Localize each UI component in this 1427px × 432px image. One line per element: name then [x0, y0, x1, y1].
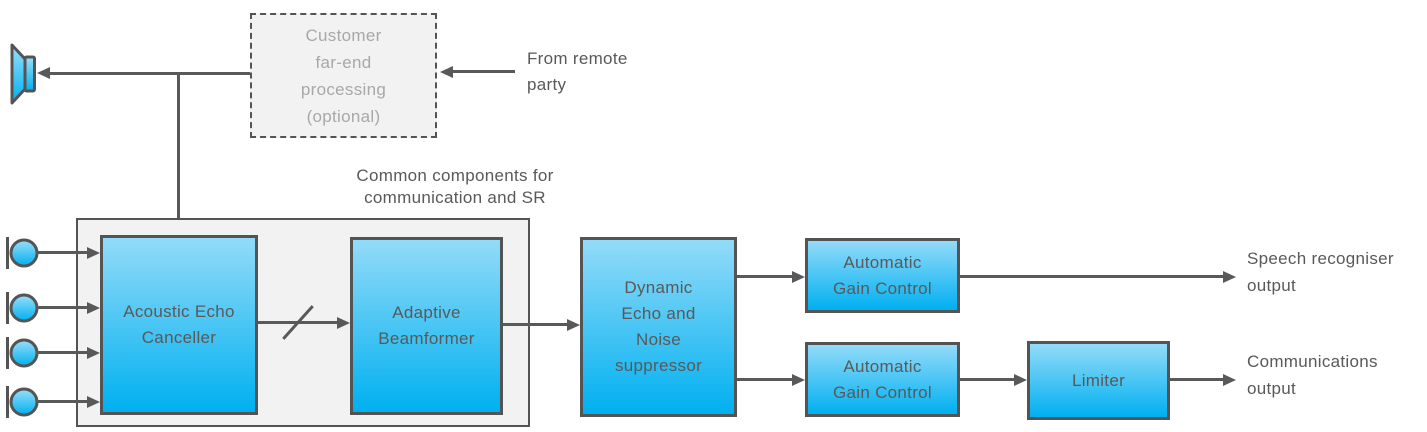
arrow-mic4-to-aec-line: [36, 400, 88, 403]
block-label-line: suppressor: [614, 356, 703, 375]
block-label-line: Dynamic: [624, 278, 693, 297]
label-line: Speech recogniser: [1247, 249, 1394, 268]
microphone-icon: [6, 337, 39, 369]
microphone-icon: [6, 292, 39, 324]
block-label-line: Echo and: [621, 304, 696, 323]
microphone-icon: [6, 386, 39, 418]
arrow-suppressor-to-agc-top-head: [792, 271, 805, 283]
label-line: party: [527, 75, 567, 94]
block-label-line: Acoustic Echo: [123, 302, 235, 321]
arrow-remote-to-farend-line: [452, 70, 515, 73]
block-label-line: Noise: [636, 330, 681, 349]
arrow-down-to-aec-line: [177, 73, 180, 222]
far-end-line: processing: [300, 79, 387, 99]
arrow-limiter-to-comms-output-line: [1170, 378, 1224, 381]
block-label-line: Canceller: [141, 328, 217, 347]
block-customer-far-end-processing: Customer far-end processing (optional): [250, 13, 437, 138]
arrow-suppressor-to-agc-bottom-line: [737, 378, 793, 381]
arrow-farend-to-speaker-head: [37, 67, 50, 79]
far-end-line: Customer: [305, 25, 382, 45]
far-end-line: far-end: [315, 52, 372, 72]
block-label-line: Automatic: [843, 252, 922, 272]
block-label-line: Limiter: [1071, 370, 1126, 390]
arrow-agc-top-to-sr-output-line: [960, 275, 1224, 278]
label-line: output: [1247, 379, 1297, 398]
arrow-mic1-to-aec-line: [36, 251, 88, 254]
block-automatic-gain-control-top: Automatic Gain Control: [805, 238, 960, 313]
arrow-agc-bottom-to-limiter-head: [1014, 374, 1027, 386]
arrow-farend-to-speaker-line: [49, 72, 250, 75]
arrow-aec-to-beamformer-head: [337, 317, 350, 329]
block-label-line: Beamformer: [378, 329, 475, 348]
block-automatic-gain-control-bottom: Automatic Gain Control: [805, 342, 960, 417]
label-line: Communications: [1247, 352, 1378, 371]
arrow-remote-to-farend-head: [440, 66, 453, 78]
arrow-mic3-to-aec-head: [87, 347, 100, 359]
block-label-line: Automatic: [843, 356, 922, 376]
arrow-mic2-to-aec-line: [36, 306, 88, 309]
arrow-limiter-to-comms-output-head: [1223, 374, 1236, 386]
arrow-mic2-to-aec-head: [87, 302, 100, 314]
speaker-icon: [10, 43, 36, 105]
arrow-beamformer-to-suppressor-head: [567, 319, 580, 331]
far-end-label: Customer far-end processing (optional): [252, 15, 435, 136]
arrow-suppressor-to-agc-top-line: [737, 275, 793, 278]
label-speech-recogniser-output: Speech recogniser output: [1247, 245, 1394, 299]
block-acoustic-echo-canceller: Acoustic Echo Canceller: [100, 235, 258, 415]
block-label-line: Gain Control: [832, 278, 933, 298]
block-dynamic-echo-noise-suppressor: Dynamic Echo and Noise suppressor: [580, 237, 737, 417]
block-limiter: Limiter: [1027, 341, 1170, 420]
label-line: Common components for: [356, 166, 554, 185]
label-communications-output: Communications output: [1247, 348, 1378, 402]
block-label-line: Adaptive: [392, 303, 461, 322]
label-from-remote-party: From remote party: [527, 46, 628, 98]
arrow-agc-top-to-sr-output-head: [1223, 271, 1236, 283]
label-line: output: [1247, 276, 1297, 295]
label-line: From remote: [527, 49, 628, 68]
arrow-mic4-to-aec-head: [87, 396, 100, 408]
far-end-line: (optional): [306, 106, 381, 126]
label-line: communication and SR: [364, 188, 546, 207]
arrow-mic1-to-aec-head: [87, 247, 100, 259]
microphone-icon: [6, 237, 39, 269]
arrow-agc-bottom-to-limiter-line: [960, 378, 1015, 381]
block-adaptive-beamformer: Adaptive Beamformer: [350, 237, 503, 415]
block-label-line: Gain Control: [832, 382, 933, 402]
arrow-beamformer-to-suppressor-line: [503, 323, 568, 326]
arrow-suppressor-to-agc-bottom-head: [792, 374, 805, 386]
label-common-components: Common components for communication and …: [318, 165, 592, 209]
arrow-mic3-to-aec-line: [36, 351, 88, 354]
